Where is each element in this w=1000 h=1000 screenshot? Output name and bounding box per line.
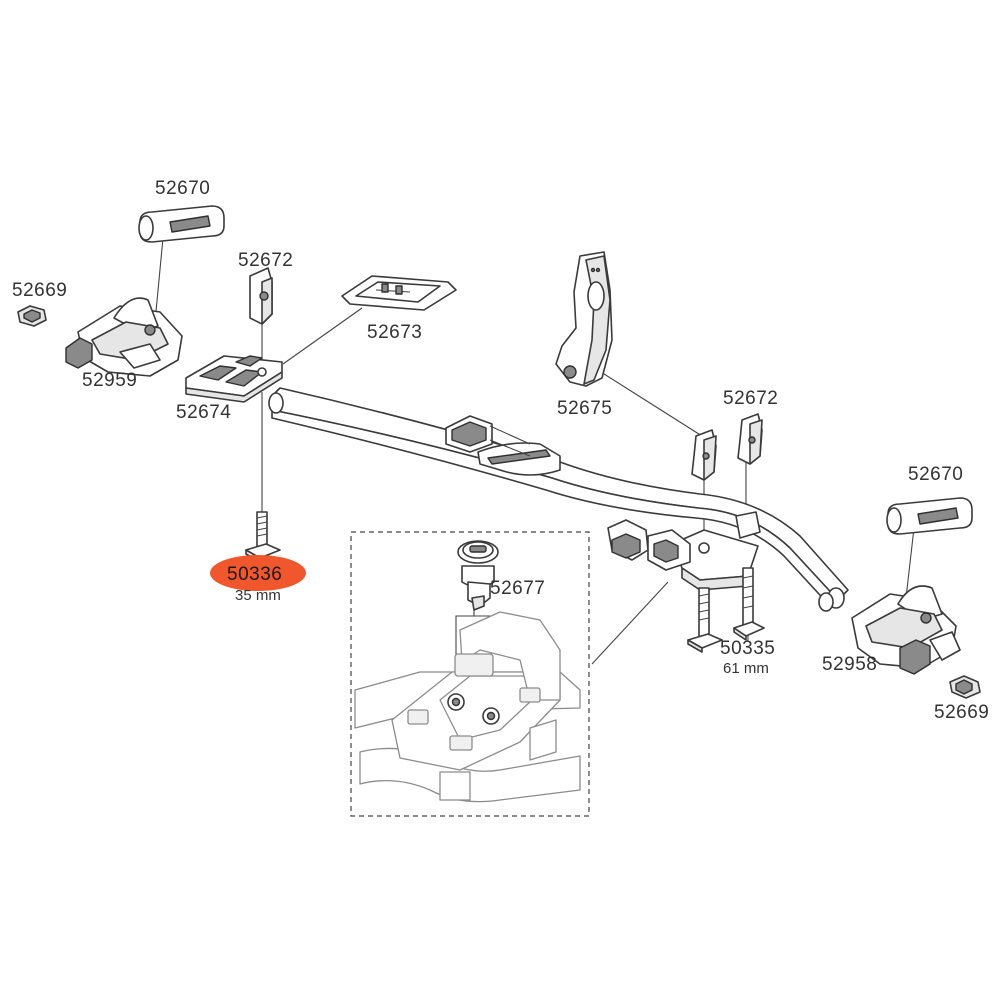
part-50336-bolt: [245, 511, 281, 563]
part-50335-bolts: [687, 567, 765, 653]
part-52669-left-clip: [17, 305, 47, 327]
label-52672-right: 52672: [723, 388, 778, 409]
part-52959-left-wheel-holder: [65, 297, 183, 377]
label-52674: 52674: [176, 402, 231, 423]
bike-rail: [268, 387, 849, 612]
part-52958-right-wheel-holder: [851, 585, 961, 675]
label-52672-left: 52672: [238, 250, 293, 271]
label-50335: 50335: [720, 638, 775, 659]
label-52673: 52673: [367, 322, 422, 343]
part-52672-right-block-mounted: [691, 429, 717, 481]
label-52959: 52959: [82, 370, 137, 391]
part-52670-left-handle: [138, 205, 225, 243]
label-52670-right: 52670: [908, 464, 963, 485]
part-52672-right-block: [737, 413, 763, 465]
label-50336: 50336: [227, 564, 282, 585]
label-52958: 52958: [822, 654, 877, 675]
label-52669-left: 52669: [12, 280, 67, 301]
part-52672-left-block: [249, 267, 273, 325]
label-50336-length: 35 mm: [235, 587, 281, 604]
part-52677-lock-cap: [457, 540, 499, 611]
label-52677: 52677: [490, 578, 545, 599]
highlight-50336: [210, 555, 306, 591]
part-52675-arm: [555, 251, 613, 387]
part-52673-frame: [341, 275, 457, 311]
label-50335-length: 61 mm: [723, 660, 769, 677]
part-52674-base-plate: [185, 355, 283, 403]
part-52670-right-handle: [886, 497, 973, 535]
rail-mount-right: [607, 511, 761, 591]
detail-inset-frame: [350, 531, 590, 817]
label-52670-left: 52670: [155, 178, 210, 199]
part-52669-right-clip: [949, 675, 981, 699]
label-52675: 52675: [557, 398, 612, 419]
part-labels: 52670 52669 52959 52672 52673 52674 5033…: [12, 178, 989, 723]
label-52669-right: 52669: [934, 702, 989, 723]
inset-mount-detail: [354, 611, 581, 803]
